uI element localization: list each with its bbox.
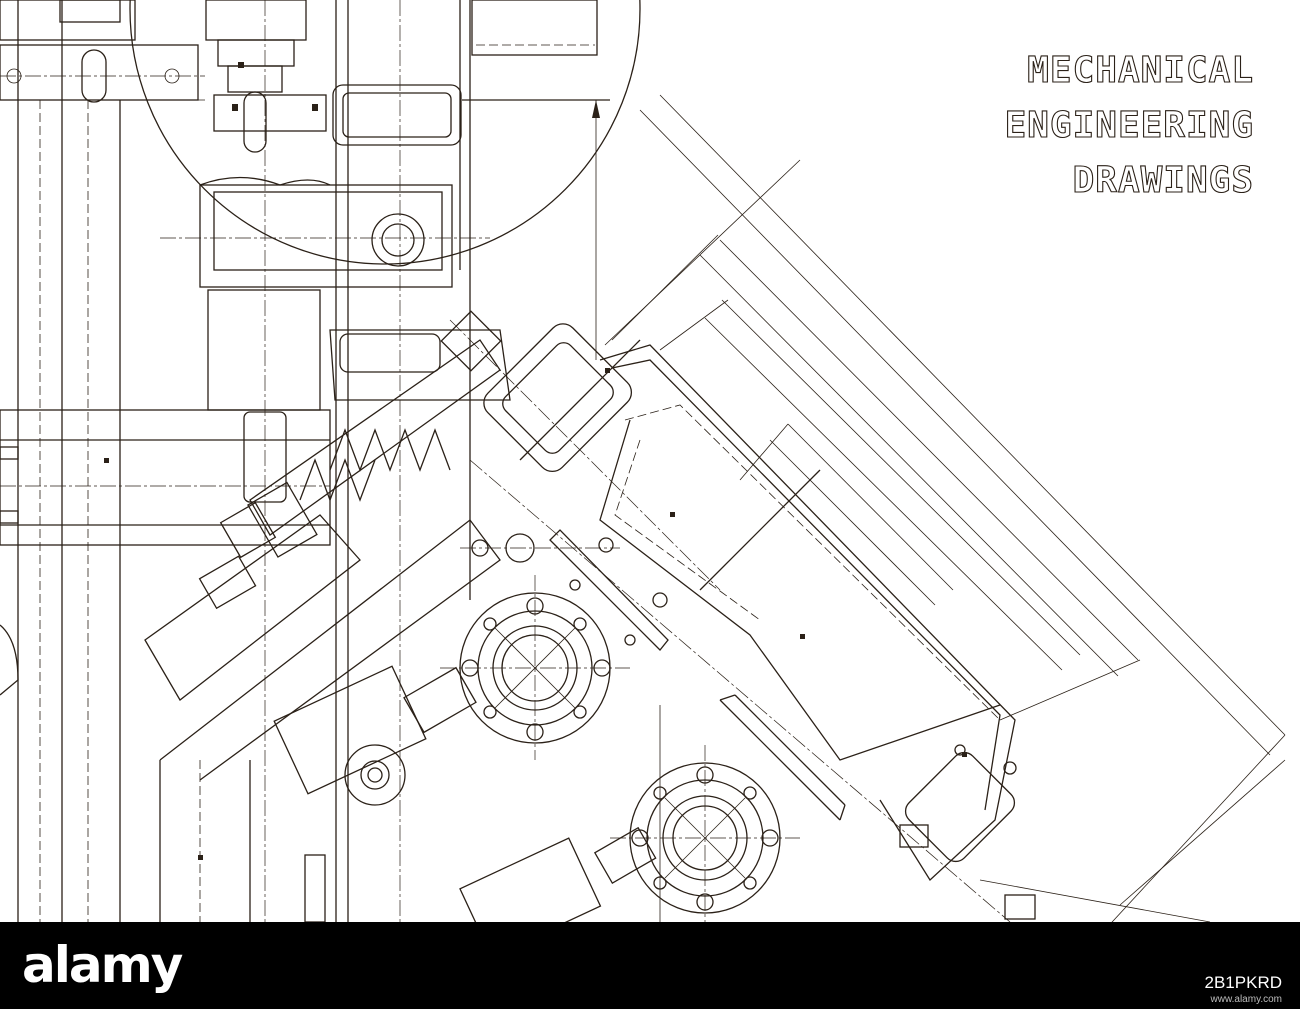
site-url: www.alamy.com (1210, 994, 1283, 1005)
flange-left (273, 533, 630, 806)
technical-drawing: MECHANICAL ENGINEERING DRAWINGS (0, 0, 1286, 922)
headline: MECHANICAL ENGINEERING DRAWINGS (1004, 49, 1254, 201)
upper-shafts (160, 0, 610, 922)
brand-logo: alamy (22, 936, 183, 994)
headline-line-1: MECHANICAL (1027, 50, 1254, 91)
left-column (0, 0, 331, 922)
detail-circle (129, 0, 641, 265)
diagonal-housing (449, 319, 1016, 922)
headline-line-3: DRAWINGS (1073, 160, 1254, 201)
fasteners (304, 368, 1036, 922)
watermark-bar: alamy 2B1PKRD www.alamy.com (0, 922, 1300, 1009)
image-id: 2B1PKRD (1204, 973, 1282, 992)
dimension-lines (604, 94, 1286, 922)
headline-line-2: ENGINEERING (1005, 105, 1254, 146)
flange-right (459, 745, 800, 922)
spring-assembly (144, 310, 511, 922)
